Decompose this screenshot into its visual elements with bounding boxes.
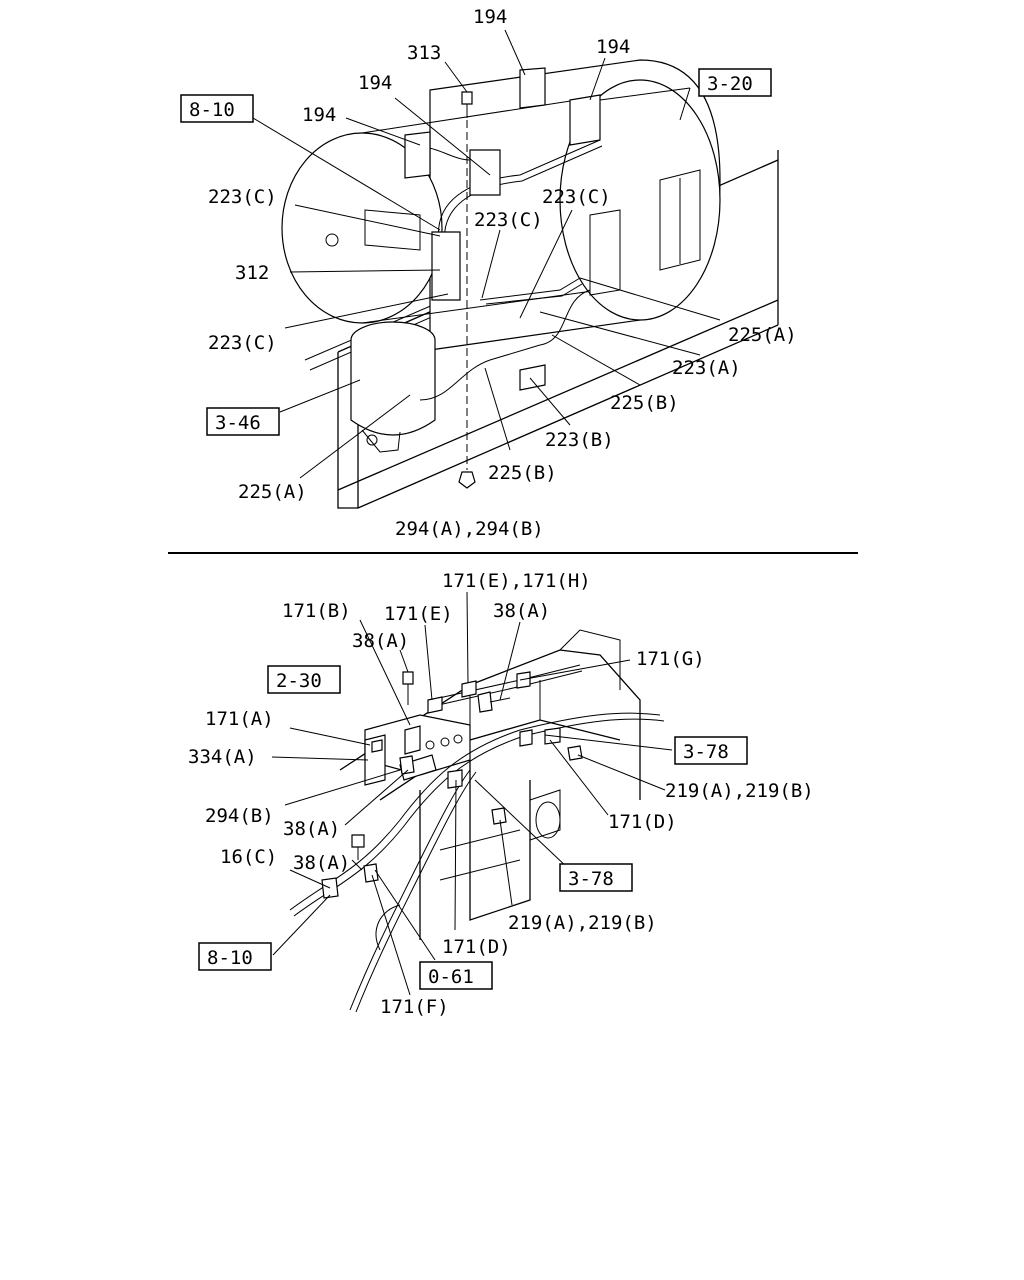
ref-3-20[interactable]: 3-20 bbox=[707, 73, 753, 95]
ref-8-10-upper[interactable]: 8-10 bbox=[189, 99, 235, 121]
callout-223c-2: 223(C) bbox=[542, 186, 611, 208]
air-tank-large bbox=[281, 59, 721, 351]
ref-box-0-61[interactable] bbox=[419, 961, 493, 990]
ref-box-2-30[interactable] bbox=[267, 665, 341, 694]
callout-225b-right: 225(B) bbox=[610, 392, 679, 414]
callout-194-top: 194 bbox=[473, 6, 507, 28]
ref-box-3-78-bottom[interactable] bbox=[559, 863, 633, 892]
callout-223c-4: 223(C) bbox=[208, 332, 277, 354]
callout-225a-left: 225(A) bbox=[238, 481, 307, 503]
lower-illustration bbox=[271, 591, 673, 1013]
callout-171b: 171(B) bbox=[282, 600, 351, 622]
callout-219-right: 219(A),219(B) bbox=[665, 780, 814, 802]
callout-171d-bottom: 171(D) bbox=[442, 936, 511, 958]
callout-223c-3: 223(C) bbox=[474, 209, 543, 231]
callout-171a: 171(A) bbox=[205, 708, 274, 730]
callout-223c-1: 223(C) bbox=[208, 186, 277, 208]
ref-box-3-78-top[interactable] bbox=[674, 736, 748, 765]
ref-3-78-bottom[interactable]: 3-78 bbox=[568, 868, 614, 890]
callout-38a-low: 38(A) bbox=[283, 818, 340, 840]
callout-294: 294(A),294(B) bbox=[395, 518, 544, 540]
callout-225a-right: 225(A) bbox=[728, 324, 797, 346]
callout-194-mid: 194 bbox=[358, 72, 392, 94]
callout-38a-mid: 38(A) bbox=[352, 630, 409, 652]
callout-171f: 171(F) bbox=[380, 996, 449, 1018]
callout-194-left: 194 bbox=[302, 104, 336, 126]
callout-312: 312 bbox=[235, 262, 269, 284]
ref-box-3-46[interactable] bbox=[206, 407, 280, 436]
ref-box-8-10-upper[interactable] bbox=[180, 94, 254, 123]
callout-171g: 171(G) bbox=[636, 648, 705, 670]
callout-334a: 334(A) bbox=[188, 746, 257, 768]
callout-223b: 223(B) bbox=[545, 429, 614, 451]
callout-313: 313 bbox=[407, 42, 441, 64]
ref-0-61[interactable]: 0-61 bbox=[428, 966, 474, 988]
callout-223a: 223(A) bbox=[672, 357, 741, 379]
callout-171d-right: 171(D) bbox=[608, 811, 677, 833]
callout-38a-top: 38(A) bbox=[493, 600, 550, 622]
callout-219-bottom: 219(A),219(B) bbox=[508, 912, 657, 934]
callout-38a-bottom: 38(A) bbox=[293, 852, 350, 874]
ref-8-10-lower[interactable]: 8-10 bbox=[207, 947, 253, 969]
callout-194-right: 194 bbox=[596, 36, 630, 58]
callout-225b-bottom: 225(B) bbox=[488, 462, 557, 484]
callout-171e: 171(E) bbox=[384, 603, 453, 625]
ref-3-46[interactable]: 3-46 bbox=[215, 412, 261, 434]
callout-171e-171h: 171(E),171(H) bbox=[442, 570, 591, 592]
ref-2-30[interactable]: 2-30 bbox=[276, 670, 322, 692]
air-tank-small bbox=[350, 321, 436, 453]
callout-294b: 294(B) bbox=[205, 805, 274, 827]
ref-3-78-top[interactable]: 3-78 bbox=[683, 741, 729, 763]
upper-illustration bbox=[252, 29, 779, 509]
ref-box-8-10-lower[interactable] bbox=[198, 942, 272, 971]
callout-16c: 16(C) bbox=[220, 846, 277, 868]
ref-box-3-20[interactable] bbox=[698, 68, 772, 97]
